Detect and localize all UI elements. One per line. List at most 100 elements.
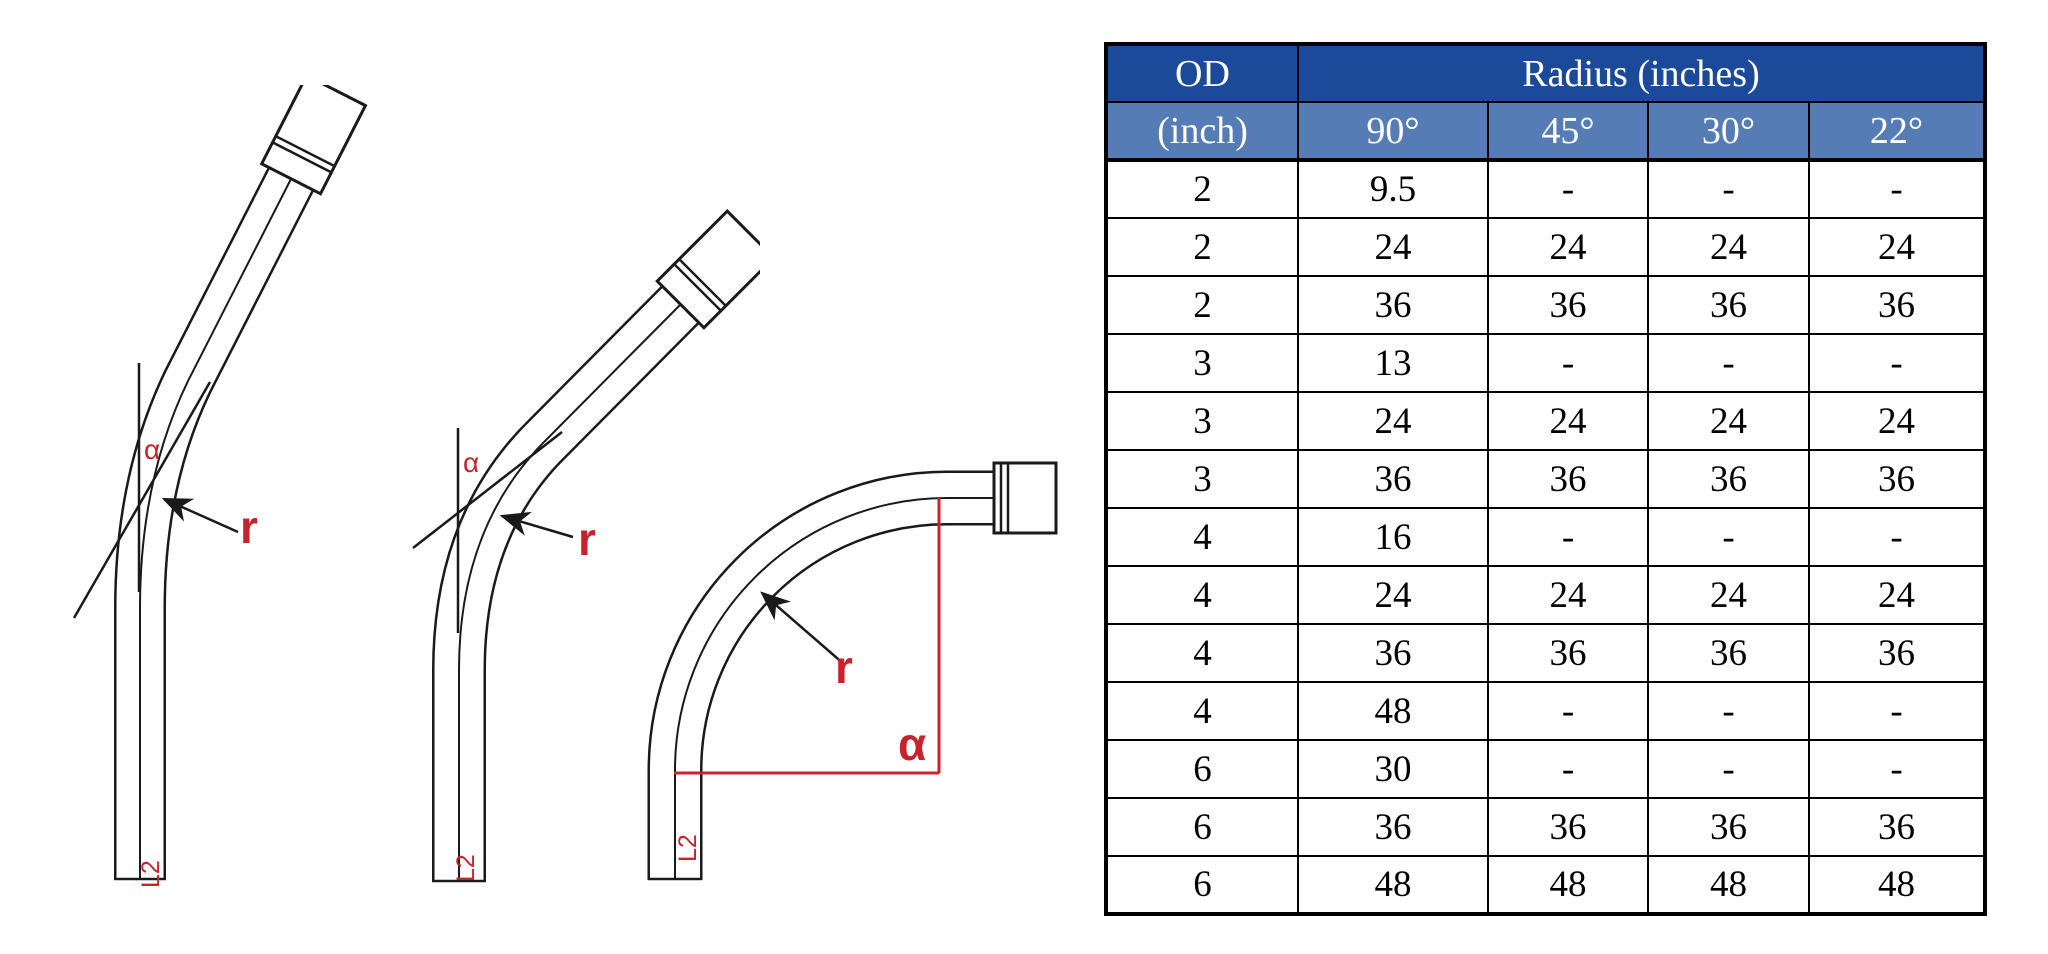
od-cell: 4 bbox=[1105, 565, 1299, 625]
radius-cell: 13 bbox=[1297, 333, 1489, 393]
radius-cell: 24 bbox=[1647, 565, 1810, 625]
radius-cell: - bbox=[1487, 739, 1649, 799]
radius-cell: 24 bbox=[1807, 217, 1987, 277]
radius-cell: 48 bbox=[1807, 855, 1987, 915]
radius-cell: - bbox=[1647, 507, 1810, 567]
angle-label: α bbox=[898, 718, 926, 770]
od-cell: 4 bbox=[1105, 623, 1299, 683]
angle-header-cell: 30° bbox=[1647, 101, 1810, 162]
radius-cell: 24 bbox=[1487, 391, 1649, 451]
od-cell: 3 bbox=[1105, 391, 1299, 451]
radius-cell: - bbox=[1647, 739, 1810, 799]
od-cell: 6 bbox=[1105, 855, 1299, 915]
radius-cell: 16 bbox=[1297, 507, 1489, 567]
od-cell: 2 bbox=[1105, 275, 1299, 335]
radius-cell: 36 bbox=[1807, 623, 1987, 683]
tail-length-label: L2 bbox=[674, 834, 702, 862]
angle-header-cell: 22° bbox=[1807, 101, 1987, 162]
radius-table-container: OD Radius (inches) (inch) 90°45°30°22° 2… bbox=[1104, 42, 1988, 916]
od-cell: 3 bbox=[1105, 449, 1299, 509]
radius-arrow bbox=[760, 591, 846, 666]
od-cell: 2 bbox=[1105, 159, 1299, 219]
od-cell: 4 bbox=[1105, 507, 1299, 567]
radius-cell: 24 bbox=[1297, 217, 1489, 277]
radius-cell: - bbox=[1487, 159, 1649, 219]
radius-arrow bbox=[499, 511, 574, 539]
radius-cell: - bbox=[1647, 159, 1810, 219]
od-cell: 6 bbox=[1105, 739, 1299, 799]
radius-cell: 48 bbox=[1647, 855, 1810, 915]
radius-cell: 36 bbox=[1647, 623, 1810, 683]
radius-cell: 48 bbox=[1487, 855, 1649, 915]
radius-cell: - bbox=[1487, 681, 1649, 741]
angle-header-cell: 90° bbox=[1297, 101, 1489, 162]
od-cell: 4 bbox=[1105, 681, 1299, 741]
radius-cell: - bbox=[1487, 507, 1649, 567]
radius-cell: 24 bbox=[1297, 391, 1489, 451]
radius-cell: 36 bbox=[1647, 449, 1810, 509]
radius-cell: 36 bbox=[1487, 797, 1649, 857]
radius-label: r bbox=[835, 641, 853, 693]
radius-cell: 24 bbox=[1647, 217, 1810, 277]
radius-cell: - bbox=[1647, 681, 1810, 741]
tail-length-label: L2 bbox=[452, 854, 480, 882]
radius-cell: - bbox=[1807, 333, 1987, 393]
od-header-cell: OD bbox=[1105, 43, 1299, 103]
radius-cell: 36 bbox=[1297, 449, 1489, 509]
radius-cell: - bbox=[1807, 507, 1987, 567]
od-cell: 3 bbox=[1105, 333, 1299, 393]
tail-length-label: L2 bbox=[137, 860, 165, 888]
angle-label: α bbox=[463, 447, 479, 478]
pipe-body bbox=[114, 165, 316, 881]
radius-cell: 36 bbox=[1647, 797, 1810, 857]
table-header-row-top: OD Radius (inches) bbox=[1105, 43, 1987, 103]
angle-header-row: (inch) 90°45°30°22° bbox=[1105, 101, 1987, 162]
diagram-bend-45deg: α r L2 bbox=[412, 208, 760, 883]
radius-cell: 36 bbox=[1807, 797, 1987, 857]
radius-cell: 24 bbox=[1647, 391, 1810, 451]
pipe-body bbox=[647, 470, 994, 881]
radius-cell: 30 bbox=[1297, 739, 1489, 799]
od-cell: 2 bbox=[1105, 217, 1299, 277]
tangent-line bbox=[412, 431, 563, 549]
radius-cell: - bbox=[1807, 681, 1987, 741]
diagram-bend-90deg: r α L2 bbox=[647, 461, 1058, 881]
pipe-centerline bbox=[139, 176, 293, 880]
radius-cell: 36 bbox=[1297, 797, 1489, 857]
coupling bbox=[259, 85, 368, 196]
radius-cell: - bbox=[1807, 159, 1987, 219]
radius-cell: 36 bbox=[1487, 623, 1649, 683]
radius-label: r bbox=[578, 513, 596, 565]
angle-header-cell: 45° bbox=[1487, 101, 1649, 162]
radius-cell: 24 bbox=[1487, 565, 1649, 625]
radius-cell: - bbox=[1487, 333, 1649, 393]
radius-cell: 36 bbox=[1647, 275, 1810, 335]
radius-cell: - bbox=[1807, 739, 1987, 799]
radius-cell: 24 bbox=[1487, 217, 1649, 277]
angle-label: α bbox=[144, 434, 160, 465]
radius-cell: 9.5 bbox=[1297, 159, 1489, 219]
radius-arrow bbox=[161, 497, 239, 534]
radius-cell: - bbox=[1647, 333, 1810, 393]
coupling bbox=[655, 208, 760, 330]
radius-group-header-cell: Radius (inches) bbox=[1296, 43, 1987, 103]
radius-cell: 36 bbox=[1487, 449, 1649, 509]
od-unit-cell: (inch) bbox=[1105, 101, 1299, 162]
pipe-centerline bbox=[674, 497, 994, 880]
radius-cell: 48 bbox=[1297, 681, 1489, 741]
radius-cell: 36 bbox=[1807, 275, 1987, 335]
radius-cell: 36 bbox=[1297, 275, 1489, 335]
